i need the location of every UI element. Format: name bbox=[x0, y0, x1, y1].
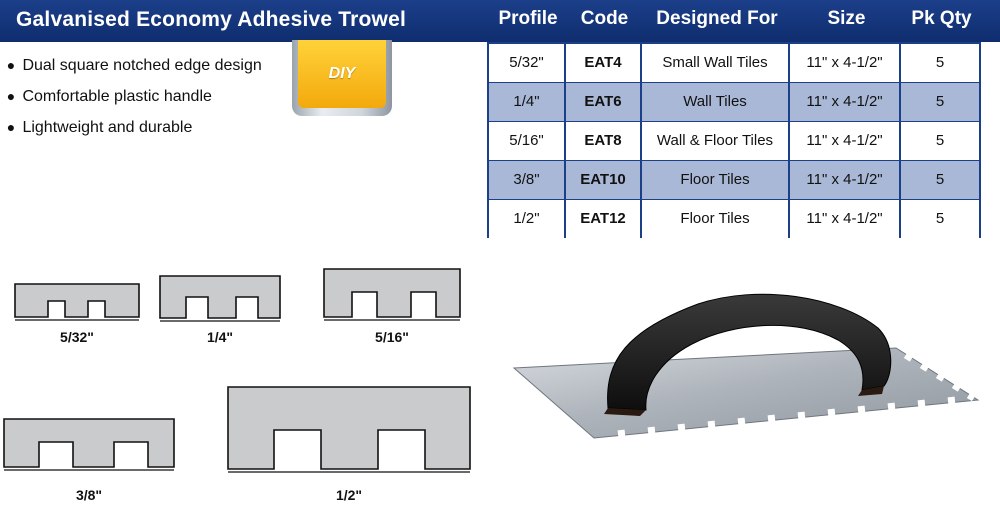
bullet-icon: ● bbox=[6, 119, 16, 135]
notch-profile-shape bbox=[14, 283, 140, 321]
table-header-code: Code bbox=[580, 8, 629, 29]
cell-designed-for: Wall Tiles bbox=[642, 83, 788, 121]
feature-list: ● Dual square notched edge design ● Comf… bbox=[4, 50, 262, 143]
feature-item: ● Dual square notched edge design bbox=[4, 50, 262, 81]
cell-pk-qty: 5 bbox=[901, 200, 979, 238]
cell-code: EAT6 bbox=[566, 83, 640, 121]
profile-label: 1/2" bbox=[335, 487, 363, 503]
cell-code: EAT10 bbox=[566, 161, 640, 199]
cell-designed-for: Small Wall Tiles bbox=[642, 44, 788, 82]
table-row: 5/32" EAT4 Small Wall Tiles 11" x 4-1/2"… bbox=[489, 44, 979, 82]
notch-teeth bbox=[617, 352, 976, 439]
table-header-designed-for: Designed For bbox=[656, 8, 778, 29]
feature-text: Lightweight and durable bbox=[22, 119, 193, 136]
cell-code: EAT8 bbox=[566, 122, 640, 160]
feature-text: Comfortable plastic handle bbox=[22, 88, 212, 105]
trowel-illustration bbox=[512, 293, 980, 439]
table-header-profile: Profile bbox=[498, 8, 558, 29]
cell-designed-for: Floor Tiles bbox=[642, 200, 788, 238]
cell-size: 11" x 4-1/2" bbox=[790, 44, 899, 82]
bullet-icon: ● bbox=[6, 88, 16, 104]
cell-size: 11" x 4-1/2" bbox=[790, 200, 899, 238]
cell-code: EAT12 bbox=[566, 200, 640, 238]
profile-label: 5/16" bbox=[375, 329, 409, 345]
feature-text: Dual square notched edge design bbox=[22, 57, 262, 74]
table-header-size: Size bbox=[827, 8, 866, 29]
cell-pk-qty: 5 bbox=[901, 44, 979, 82]
table-row: 3/8" EAT10 Floor Tiles 11" x 4-1/2" 5 bbox=[489, 161, 979, 199]
notch-profile-shape bbox=[323, 268, 461, 321]
cell-pk-qty: 5 bbox=[901, 122, 979, 160]
diy-badge-label: DIY bbox=[298, 40, 386, 108]
profile-label: 3/8" bbox=[75, 487, 103, 503]
cell-size: 11" x 4-1/2" bbox=[790, 161, 899, 199]
feature-item: ● Lightweight and durable bbox=[4, 112, 262, 143]
cell-profile: 1/4" bbox=[489, 83, 564, 121]
header-bar bbox=[0, 0, 1000, 42]
table-row: 1/4" EAT6 Wall Tiles 11" x 4-1/2" 5 bbox=[489, 83, 979, 121]
notch-profile-shape bbox=[3, 418, 175, 471]
cell-profile: 3/8" bbox=[489, 161, 564, 199]
cell-size: 11" x 4-1/2" bbox=[790, 122, 899, 160]
cell-profile: 5/32" bbox=[489, 44, 564, 82]
bullet-icon: ● bbox=[6, 57, 16, 73]
spec-table: 5/32" EAT4 Small Wall Tiles 11" x 4-1/2"… bbox=[487, 42, 981, 238]
cell-pk-qty: 5 bbox=[901, 161, 979, 199]
cell-designed-for: Floor Tiles bbox=[642, 161, 788, 199]
diy-badge: DIY bbox=[292, 40, 392, 116]
cell-profile: 5/16" bbox=[489, 122, 564, 160]
cell-size: 11" x 4-1/2" bbox=[790, 83, 899, 121]
table-row: 1/2" EAT12 Floor Tiles 11" x 4-1/2" 5 bbox=[489, 200, 979, 238]
table-row: 5/16" EAT8 Wall & Floor Tiles 11" x 4-1/… bbox=[489, 122, 979, 160]
notch-profile-shape bbox=[159, 275, 281, 322]
feature-item: ● Comfortable plastic handle bbox=[4, 81, 262, 112]
cell-designed-for: Wall & Floor Tiles bbox=[642, 122, 788, 160]
cell-code: EAT4 bbox=[566, 44, 640, 82]
cell-pk-qty: 5 bbox=[901, 83, 979, 121]
profile-label: 1/4" bbox=[206, 329, 234, 345]
profile-label: 5/32" bbox=[60, 329, 94, 345]
table-header-pk-qty: Pk Qty bbox=[911, 8, 972, 29]
product-title: Galvanised Economy Adhesive Trowel bbox=[16, 8, 406, 31]
cell-profile: 1/2" bbox=[489, 200, 564, 238]
notch-profile-shape bbox=[227, 386, 471, 473]
